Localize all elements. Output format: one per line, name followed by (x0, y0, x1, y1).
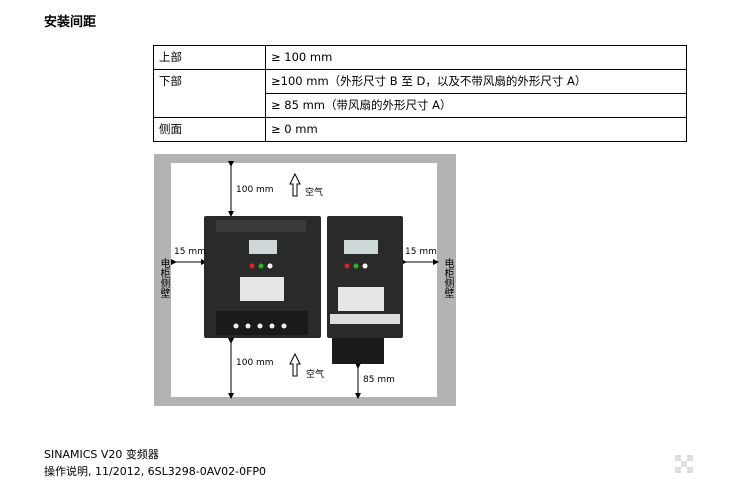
airflow-label-top: 空气 (305, 188, 324, 198)
airflow-up-icon (289, 352, 301, 377)
diagram-graphics (171, 161, 439, 399)
table-row: 侧面 ≥ 0 mm (153, 117, 687, 142)
bottom-small-distance-label: 85 mm (363, 375, 395, 385)
row-label: 侧面 (153, 117, 266, 142)
airflow-up-icon (289, 172, 301, 197)
table-row: 上部 ≥ 100 mm (153, 45, 687, 70)
right-distance-label: 15 mm (405, 247, 437, 257)
row-value: ≥ 85 mm（带风扇的外形尺寸 A） (265, 93, 687, 118)
table-row: ≥ 85 mm（带风扇的外形尺寸 A） (154, 93, 687, 118)
bottom-distance-label: 100 mm (236, 358, 274, 368)
airflow-label-bottom: 空气 (306, 370, 325, 380)
footer-product: SINAMICS V20 变频器 (44, 448, 159, 461)
inverter-large (204, 216, 321, 338)
inverter-small (327, 216, 403, 364)
row-value: ≥100 mm（外形尺寸 B 至 D，以及不带风扇的外形尺寸 A） (265, 69, 687, 94)
installation-diagram: 电柜侧壁 电柜侧壁 (154, 154, 456, 406)
row-label: 上部 (153, 45, 266, 70)
left-distance-label: 15 mm (174, 247, 206, 257)
row-value: ≥ 0 mm (265, 117, 687, 142)
wall-label-right: 电柜侧壁 (442, 258, 453, 298)
table-row: 下部 ≥100 mm（外形尺寸 B 至 D，以及不带风扇的外形尺寸 A） (153, 69, 687, 118)
spacing-table: 上部 ≥ 100 mm 下部 ≥100 mm（外形尺寸 B 至 D，以及不带风扇… (153, 45, 687, 142)
row-value: ≥ 100 mm (265, 45, 687, 70)
row-label: 下部 (153, 69, 266, 118)
top-distance-label: 100 mm (236, 185, 274, 195)
footer-doc-info: 操作说明, 11/2012, 6SL3298-0AV02-0FP0 (44, 465, 267, 478)
watermark-logo (675, 455, 693, 477)
wall-label-left: 电柜侧壁 (158, 258, 169, 298)
section-title: 安装间距 (44, 15, 97, 30)
